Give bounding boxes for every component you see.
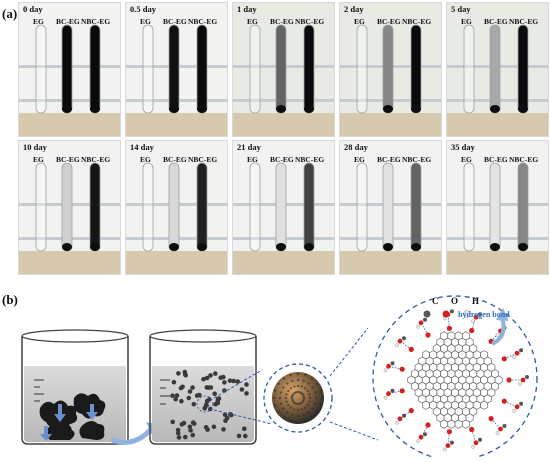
tube (463, 162, 475, 252)
tube (382, 24, 394, 114)
day-label: 0.5 day (130, 4, 156, 14)
day-label: 35 day (451, 142, 475, 152)
legend-h: H (472, 296, 480, 306)
tube (517, 24, 529, 114)
schematic-drawing (21, 295, 538, 461)
tube-label: EG (140, 155, 151, 164)
tube-label: BC-EG (56, 17, 80, 26)
tube-label: BC-EG (163, 17, 187, 26)
day-label: 2 day (344, 4, 364, 14)
dispersed-particles (170, 369, 249, 440)
tube (517, 162, 529, 252)
tube-label: EG (33, 17, 44, 26)
tube (303, 24, 315, 114)
tube-label: NBC-EG (188, 155, 218, 164)
panel-b-label: (b) (2, 292, 18, 307)
tube (89, 24, 101, 114)
tube-label: EG (247, 155, 258, 164)
tube (89, 162, 101, 252)
beaker-after (149, 329, 257, 445)
tube (35, 162, 47, 252)
tube (142, 162, 154, 252)
tube-label: EG (247, 17, 258, 26)
tube (275, 162, 287, 252)
tube-label: BC-EG (56, 155, 80, 164)
tube (489, 24, 501, 114)
legend-c: C (432, 296, 439, 306)
tube (249, 24, 261, 114)
hydrogen-bond-arrow (491, 317, 506, 346)
tube-label: EG (354, 17, 365, 26)
day-label: 0 day (23, 4, 43, 14)
tube (142, 24, 154, 114)
tube-label: EG (33, 155, 44, 164)
panel-a-label: (a) (2, 6, 18, 21)
tube (168, 24, 180, 114)
tube (410, 162, 422, 252)
tube-label: BC-EG (377, 155, 401, 164)
tube (168, 162, 180, 252)
tube (35, 24, 47, 114)
tube-label: BC-EG (163, 155, 187, 164)
tube (303, 162, 315, 252)
tube-label: EG (461, 155, 472, 164)
hydrogen-bond-label: hydrogen bond (458, 310, 510, 319)
tube-label: BC-EG (377, 17, 401, 26)
day-label: 28 day (344, 142, 368, 152)
tube (196, 24, 208, 114)
tube-label: EG (140, 17, 151, 26)
tube-label: EG (461, 17, 472, 26)
tube-label: BC-EG (270, 17, 294, 26)
day-label: 21 day (237, 142, 261, 152)
tube-label: NBC-EG (509, 155, 539, 164)
tube (356, 24, 368, 114)
tube (61, 24, 73, 114)
tube-label: BC-EG (270, 155, 294, 164)
tube-label: NBC-EG (402, 155, 432, 164)
atom-legend (423, 310, 471, 318)
schematic: C O H hydrogen bond (0, 288, 550, 461)
graphene-zoom (372, 295, 538, 461)
day-label: 1 day (237, 4, 257, 14)
day-label: 10 day (23, 142, 47, 152)
tube-label: NBC-EG (81, 17, 111, 26)
tube (489, 162, 501, 252)
tube (196, 162, 208, 252)
tube (275, 24, 287, 114)
tube-label: NBC-EG (188, 17, 218, 26)
tube-label: NBC-EG (295, 155, 325, 164)
day-label: 14 day (130, 142, 154, 152)
tube-label: BC-EG (484, 155, 508, 164)
tube-label: NBC-EG (402, 17, 432, 26)
tube-label: NBC-EG (295, 17, 325, 26)
beaker-before (21, 329, 129, 445)
tube (382, 162, 394, 252)
tube (410, 24, 422, 114)
tube (463, 24, 475, 114)
tube-label: EG (354, 155, 365, 164)
tube-label: BC-EG (484, 17, 508, 26)
day-label: 5 day (451, 4, 471, 14)
tube (61, 162, 73, 252)
legend-o: O (451, 296, 459, 306)
tube-label: NBC-EG (509, 17, 539, 26)
tube (356, 162, 368, 252)
tube-label: NBC-EG (81, 155, 111, 164)
tube (249, 162, 261, 252)
nanoparticle (263, 363, 333, 433)
process-arrow (111, 426, 154, 445)
